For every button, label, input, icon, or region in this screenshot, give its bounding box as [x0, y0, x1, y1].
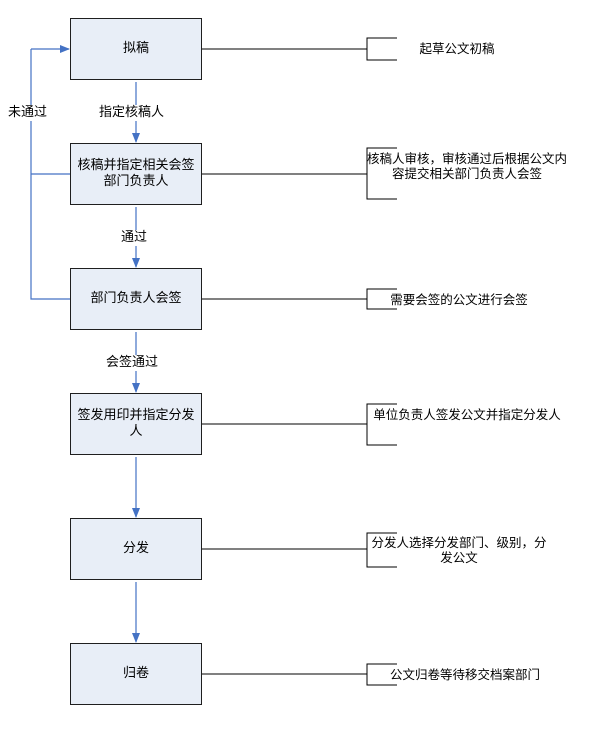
step-box-archive: 归卷: [70, 643, 202, 705]
annotation-connector-1: [202, 37, 397, 61]
step-label: 核稿并指定相关会签部门负责人: [77, 158, 195, 189]
step-box-countersign: 部门负责人会签: [70, 268, 202, 330]
step-box-draft: 拟稿: [70, 18, 202, 80]
reject-loop-line: [30, 49, 70, 300]
step-label: 拟稿: [122, 41, 149, 56]
step-box-distribute: 分发: [70, 518, 202, 580]
annotation-connector-5: [202, 532, 397, 568]
annotation-connector-4: [202, 403, 397, 446]
step-label: 部门负责人会签: [90, 291, 182, 306]
note-review: 核稿人审核，审核通过后根据公文内容提交相关部门负责人会签: [367, 151, 568, 181]
note-distribute: 分发人选择分发部门、级别，分发公文: [371, 535, 547, 565]
step-label: 签发用印并指定分发人: [77, 408, 195, 439]
annotation-connector-3: [202, 288, 397, 310]
step-label: 归卷: [122, 666, 149, 681]
note-issue: 单位负责人签发公文并指定分发人: [373, 407, 561, 422]
annotation-connector-2: [202, 147, 397, 200]
note-draft: 起草公文初稿: [419, 41, 495, 56]
note-countersign: 需要会签的公文进行会签: [390, 292, 528, 307]
edge-label-assign-reviewer: 指定核稿人: [98, 105, 166, 121]
step-box-review: 核稿并指定相关会签部门负责人: [70, 143, 202, 205]
edge-label-passed: 通过: [120, 230, 149, 246]
note-archive: 公文归卷等待移交档案部门: [389, 667, 540, 682]
step-box-issue: 签发用印并指定分发人: [70, 393, 202, 455]
edge-label-rejected: 未通过: [7, 105, 49, 121]
annotation-connector-6: [202, 663, 397, 686]
step-label: 分发: [122, 541, 149, 556]
edge-label-countersign-passed: 会签通过: [105, 355, 160, 371]
